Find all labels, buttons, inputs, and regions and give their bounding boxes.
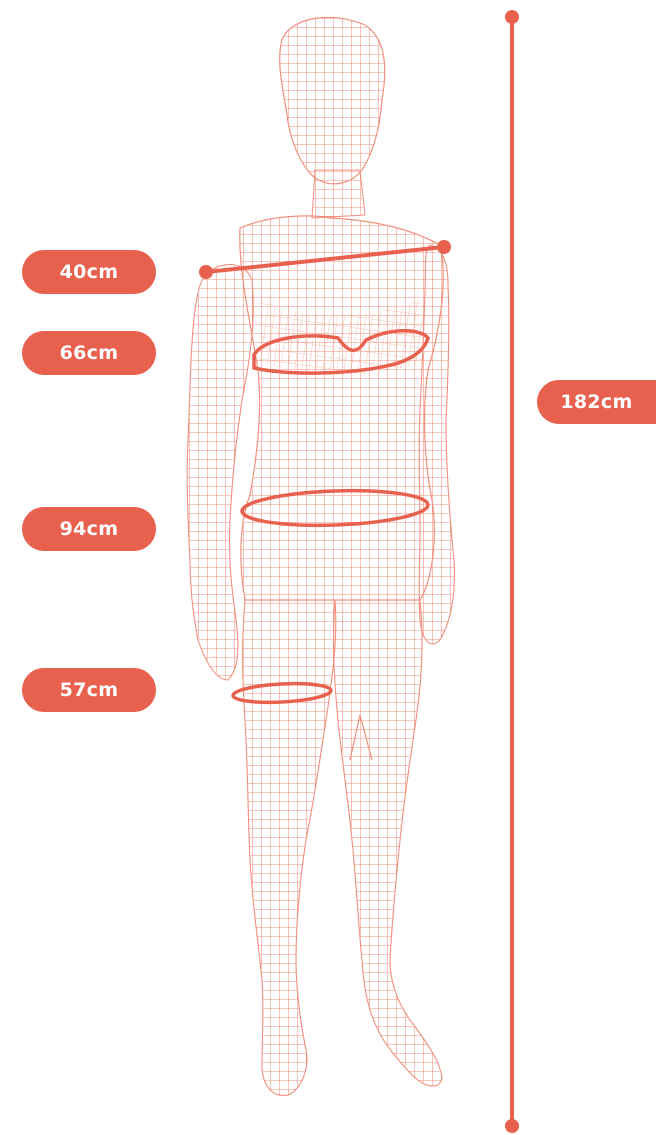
height-bottom-dot: [505, 1119, 519, 1133]
right-arm-shape: [419, 245, 454, 644]
torso-shape: [240, 216, 443, 600]
right-leg-shape: [334, 600, 442, 1086]
shoulder-right-dot: [437, 240, 451, 254]
left-leg-shape: [243, 600, 336, 1095]
head-shape: [280, 17, 385, 184]
height-measurement-label: 182cm: [537, 380, 656, 424]
shoulder-left-dot: [199, 265, 213, 279]
shoulder-measurement-label: 40cm: [22, 250, 156, 294]
thigh-measurement-label: 57cm: [22, 668, 156, 712]
neck-shape: [312, 170, 365, 218]
height-top-dot: [505, 10, 519, 24]
hip-measurement-label: 94cm: [22, 507, 156, 551]
chest-measurement-label: 66cm: [22, 331, 156, 375]
wireframe-body-icon: [187, 17, 454, 1095]
